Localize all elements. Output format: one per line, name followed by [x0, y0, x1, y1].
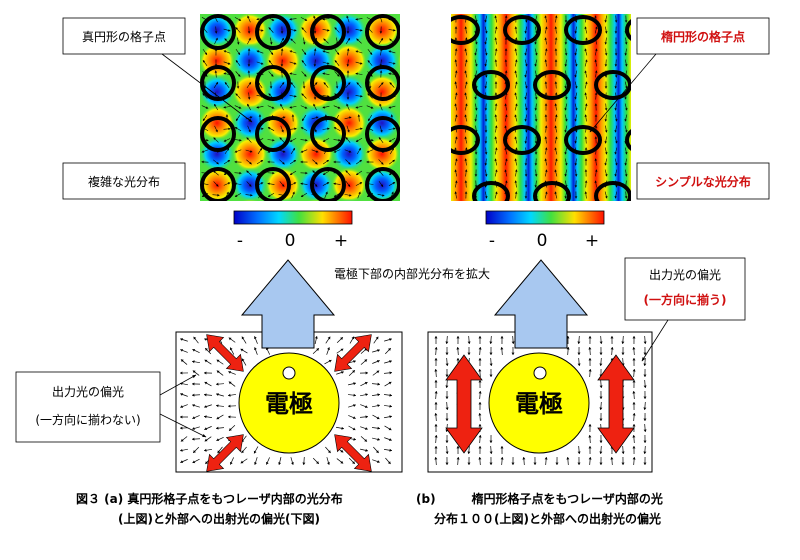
- callout-complex-distribution: 複雑な光分布: [63, 163, 185, 199]
- caption-b-line2: 分布１００(上図)と外部への出射光の偏光: [434, 511, 661, 526]
- svg-text:楕円形の格子点: 楕円形の格子点: [661, 29, 745, 44]
- svg-text:(一方向に揃う): (一方向に揃う): [644, 292, 727, 307]
- svg-text:(一方向に揃わない): (一方向に揃わない): [35, 412, 140, 427]
- electrode-a: 電極: [239, 353, 339, 453]
- colorbar-b-zero: 0: [537, 231, 548, 251]
- callout-simple-distribution: シンプルな光分布: [637, 163, 769, 199]
- svg-text:真円形の格子点: 真円形の格子点: [82, 29, 166, 44]
- svg-text:出力光の偏光: 出力光の偏光: [649, 267, 721, 282]
- svg-text:シンプルな光分布: シンプルな光分布: [655, 174, 751, 189]
- electrode-b-label: 電極: [515, 390, 563, 418]
- colorbar-a-zero: 0: [285, 231, 296, 251]
- field-map-circular: [199, 12, 433, 234]
- electrode-a-label: 電極: [265, 390, 313, 418]
- caption-a-line2: (上図)と外部への出射光の偏光(下図): [118, 511, 320, 526]
- colorbar-b-minus: -: [489, 231, 495, 251]
- figure-caption: 図３ (a) 真円形格子点をもつレーザ内部の光分布 (上図)と外部への出射光の偏…: [76, 491, 663, 526]
- colorbar-a-minus: -: [237, 231, 243, 251]
- enlarge-label: 電極下部の内部光分布を拡大: [334, 266, 490, 281]
- caption-a-line1: 図３ (a) 真円形格子点をもつレーザ内部の光分布: [76, 491, 343, 506]
- electrode-b: 電極: [489, 353, 589, 453]
- colorbar-a-plus: +: [334, 231, 348, 251]
- colorbar-a: - 0 +: [234, 211, 352, 251]
- svg-text:複雑な光分布: 複雑な光分布: [88, 174, 160, 189]
- caption-b-line1: (b) 楕円形格子点をもつレーザ内部の光: [416, 491, 663, 506]
- colorbar-b-plus: +: [585, 231, 599, 251]
- colorbar-b: - 0 +: [486, 211, 604, 251]
- svg-text:出力光の偏光: 出力光の偏光: [52, 384, 124, 399]
